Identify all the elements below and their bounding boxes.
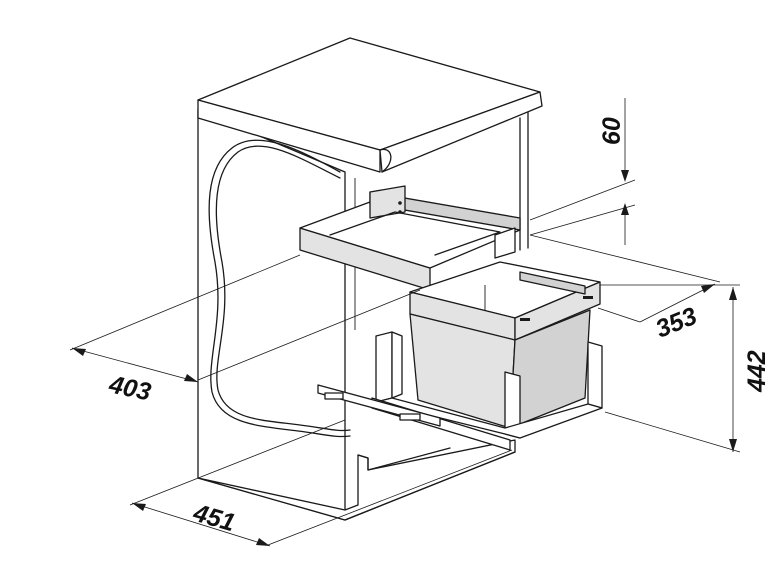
dim-403-label: 403 [106, 370, 154, 406]
worktop-side-edge [379, 91, 543, 173]
dim-353-ext-a [529, 234, 721, 283]
worktop-front-edge [197, 99, 381, 173]
top-tray [299, 185, 521, 291]
cabinet-base-front-line [344, 451, 516, 521]
dim-60-arrow-a [621, 170, 629, 182]
pull-out-frame [317, 331, 603, 451]
dim-442-label: 442 [743, 350, 771, 393]
tray-screw-2 [398, 210, 402, 214]
dim-403-arrow-a [72, 348, 86, 356]
tray-screw [398, 201, 402, 205]
frame-right-upright [587, 341, 603, 409]
frame-left-upright-back [391, 331, 403, 399]
runner-foot-right [399, 413, 421, 421]
cabinet-left-panel [197, 109, 346, 521]
frame-handle [519, 271, 586, 295]
flexible-hose-inner [208, 139, 351, 438]
tray-inner-rim [329, 211, 501, 256]
dim-60-ext-a [529, 179, 636, 221]
dim-451-ext-b [267, 449, 513, 546]
dim-451-arrow-a [132, 503, 146, 511]
dim-353-arrow [701, 284, 715, 293]
cabinet-base-step [357, 447, 451, 471]
frame-mark-right [583, 296, 593, 299]
frame-base-tray [375, 397, 603, 439]
tray-right-cap [494, 227, 516, 259]
flexible-hose [215, 145, 351, 432]
dim-403-ext-b [197, 289, 421, 381]
dim-353-ext-b [597, 307, 641, 323]
dim-451-arrow-b [256, 538, 270, 546]
dim-353-label: 353 [652, 302, 701, 344]
dim-60-arrow-b [621, 203, 629, 215]
cabinet [197, 37, 543, 521]
dim-451-label: 451 [189, 499, 238, 538]
dim-60-label: 60 [598, 117, 626, 145]
tray-side-wall [369, 185, 406, 219]
runner-foot-left [324, 392, 344, 400]
frame-mark-front [520, 318, 530, 321]
dimension-lines [69, 98, 741, 547]
dim-353-line [639, 283, 716, 323]
bin-frame-top [409, 261, 601, 341]
dim-60-ext-b [529, 204, 636, 236]
dim-442-arrow-b [729, 439, 737, 452]
worktop-bullnose [379, 148, 392, 173]
dim-403-line [71, 347, 199, 383]
frame-left-upright [375, 331, 393, 403]
dim-451-line [131, 502, 271, 547]
dim-442-arrow-a [729, 287, 737, 300]
dim-403-ext-a [69, 254, 301, 351]
dim-451-ext-a [129, 419, 346, 506]
frame-right-rail [514, 281, 601, 341]
dim-403-arrow-b [184, 374, 198, 382]
dim-442-ext-bottom [604, 411, 741, 453]
